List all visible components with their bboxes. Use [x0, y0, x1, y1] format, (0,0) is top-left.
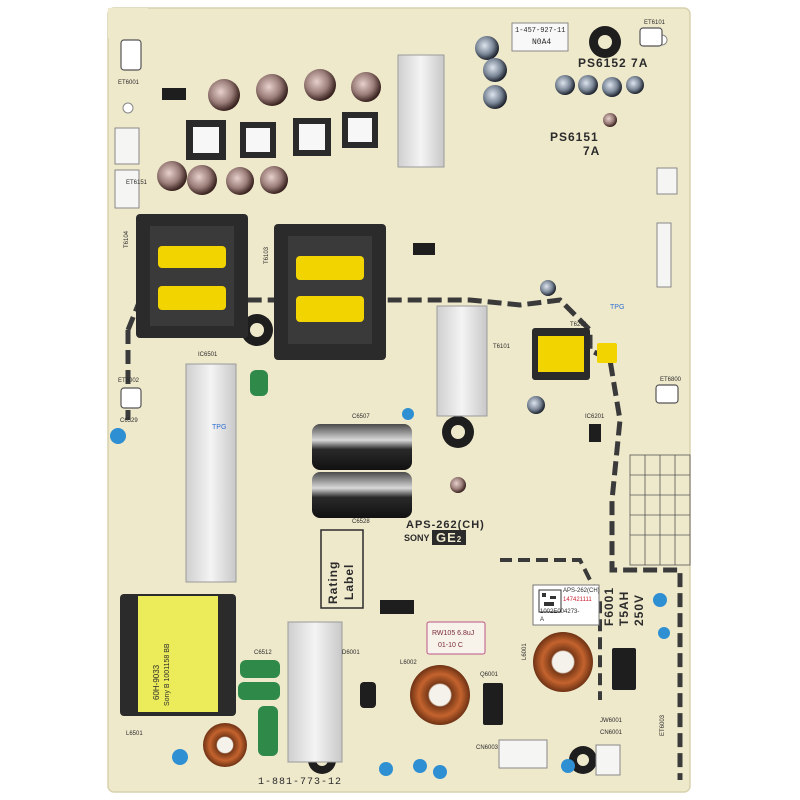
designator-ic6201: IC6201 — [585, 414, 605, 420]
designator-c6507: C6507 — [352, 414, 370, 420]
top-sticker-line1: 1-457-927-11 — [515, 27, 566, 35]
designator-t6101: T6101 — [493, 344, 511, 350]
rating-label-line2: Label — [342, 563, 356, 600]
designator-t6103: T6103 — [264, 246, 270, 264]
electrolytic-caps-top — [157, 36, 644, 493]
silkscreen-table — [629, 454, 691, 566]
top-sticker — [511, 22, 569, 52]
fuse-ps6151-rating: 7A — [583, 144, 601, 158]
fuse-ps6151-label: PS6151 — [550, 130, 599, 144]
barcode-line1: APS-262(CH) — [563, 588, 600, 594]
designator-c6529: C6529 — [120, 418, 138, 424]
designator-l6001: L6001 — [522, 643, 528, 660]
designator-et6003: ET6003 — [660, 714, 666, 736]
designator-jw6001: JW6001 — [600, 718, 623, 724]
x-capacitor — [426, 621, 486, 655]
board-model: APS-262(CH) — [406, 519, 485, 531]
board-part-number: 1-881-773-12 — [258, 777, 343, 788]
designator-cn6003: CN6003 — [476, 745, 499, 751]
toroid-chokes — [203, 632, 593, 767]
left-connectors — [114, 127, 140, 209]
transformer-t6201 — [532, 328, 617, 380]
right-connector — [656, 222, 672, 288]
bulk-capacitors — [312, 424, 412, 518]
designator-t6104: T6104 — [124, 230, 130, 248]
tpg-left-label: TPG — [212, 424, 227, 431]
designator-d6001: D6001 — [342, 650, 360, 656]
brand-sony: SONY — [404, 533, 430, 543]
heatsinks — [185, 54, 488, 763]
designator-l6002: L6002 — [400, 660, 417, 666]
bottom-parts — [360, 600, 636, 776]
barcode-line3: 1002E004273- — [540, 609, 580, 615]
designator-q6001: Q6001 — [480, 672, 499, 678]
small-ics — [162, 88, 601, 442]
designator-c6512: C6512 — [254, 650, 272, 656]
designator-t6201: T6201 — [570, 322, 588, 328]
barcode-line4: A — [540, 617, 545, 623]
designator-et6101: ET6101 — [644, 20, 666, 26]
designator-c6528: C6528 — [352, 519, 370, 525]
x-cap-label-line1: RW105 6.8uJ — [432, 630, 475, 637]
fuse-ps6152-label: PS6152 7A — [578, 56, 649, 70]
transformer-t6103 — [274, 224, 386, 360]
fuse-f6001-label: F6001 — [602, 586, 616, 626]
designator-et6151: ET6151 — [126, 180, 148, 186]
designator-l6501: L6501 — [126, 731, 143, 737]
square-inductors — [186, 112, 378, 160]
designator-ic6501: IC6501 — [198, 352, 218, 358]
designator-et6001: ET6001 — [118, 80, 140, 86]
rating-label-box — [320, 529, 364, 609]
ge-mark: GE2 — [432, 530, 467, 545]
designator-et6002: ET6002 — [118, 378, 140, 384]
transformer-label-line2: Sony B 1001158 BB — [164, 643, 171, 706]
top-sticker-line2: N0A4 — [532, 38, 552, 47]
transformer-label-line1: 60H-9033 — [152, 664, 161, 700]
transformer-t6104 — [136, 214, 248, 338]
y-capacitors — [110, 408, 670, 779]
green-inductors — [238, 370, 280, 756]
designator-cn6001: CN6001 — [600, 730, 623, 736]
barcode-line2: 147421111 — [563, 597, 592, 603]
transformer-standby — [120, 594, 236, 716]
fuse-f6001-type: T5AH — [617, 590, 631, 626]
x-cap-label-line2: 01-10 C — [438, 642, 463, 649]
fuse-f6001-voltage: 250V — [632, 593, 646, 626]
rating-label-line1: Rating — [326, 560, 340, 604]
designator-et6800: ET6800 — [660, 377, 682, 383]
barcode-sticker — [532, 584, 600, 626]
tpg-right-label: TPG — [610, 304, 625, 311]
